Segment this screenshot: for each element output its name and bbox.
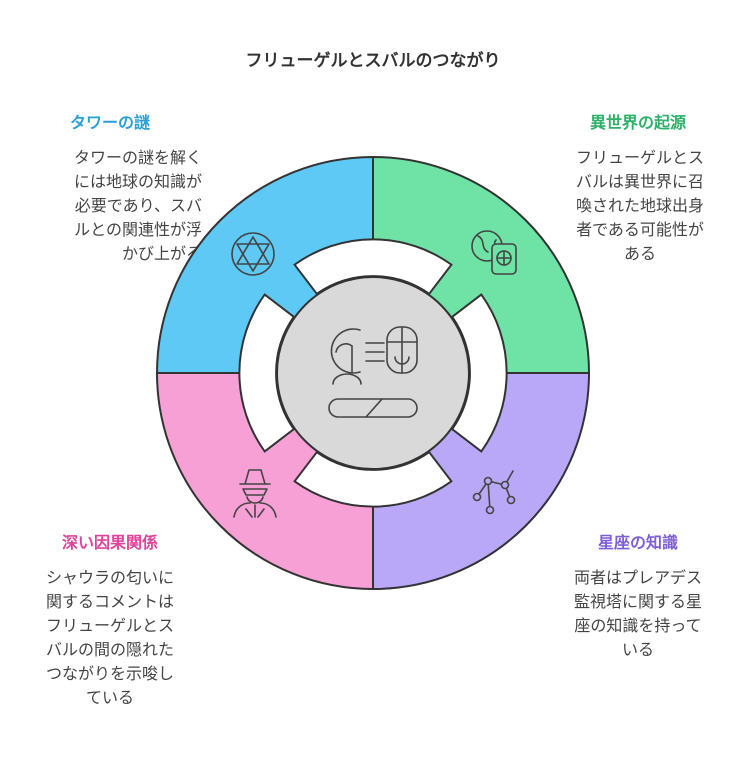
globe-passport-icon xyxy=(471,230,517,275)
inner-ring xyxy=(238,238,508,508)
hexagram-icon xyxy=(231,232,275,276)
constellation-icon xyxy=(472,470,516,515)
desc-tower-mystery: タワーの謎を解く には地球の知識が 必要であり、スバ ルとの関連性が浮 かび上が… xyxy=(73,148,202,263)
heading-otherworld-origin: 異世界の起源 xyxy=(589,113,686,132)
heading-constellation-knowledge: 星座の知識 xyxy=(597,533,678,552)
desc-otherworld-origin: フリューゲルとス バルは異世界に召 喚された地球出身 者である可能性が ある xyxy=(575,148,704,263)
heading-deep-causality: 深い因果関係 xyxy=(61,533,158,552)
desc-constellation-knowledge: 両者はプレアデス 監視塔に関する星 座の知識を持って いる xyxy=(573,568,702,659)
center-hub xyxy=(276,276,470,470)
heading-tower-mystery: タワーの謎 xyxy=(69,113,150,132)
brain-pill-icon xyxy=(328,326,418,418)
page-title: フリューゲルとスバルのつながり xyxy=(245,51,501,71)
detective-icon xyxy=(233,469,277,518)
desc-deep-causality: シャウラの匂いに 関するコメントは フリューゲルとス バルの間の隠れた つながり… xyxy=(45,568,174,707)
